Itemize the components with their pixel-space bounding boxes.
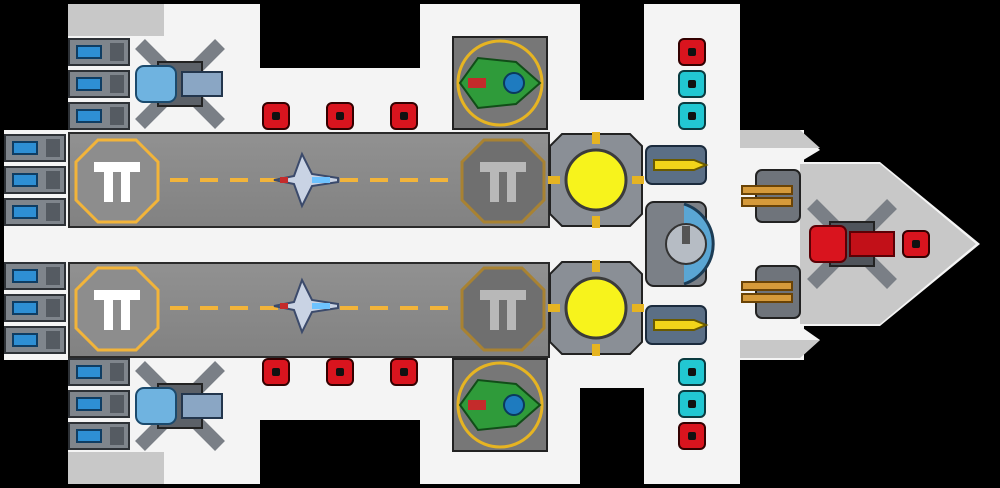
thruster-icon[interactable] — [68, 422, 130, 450]
fighter-icon — [456, 39, 544, 127]
thruster-icon[interactable] — [4, 294, 66, 322]
red-node-icon[interactable] — [678, 38, 706, 66]
thruster-icon[interactable] — [4, 198, 66, 226]
red-node-icon[interactable] — [390, 358, 418, 386]
shield-generator-icon[interactable] — [644, 196, 744, 292]
player-ship-icon[interactable] — [272, 150, 342, 210]
fighter-hangar-top[interactable] — [452, 36, 548, 130]
fighter-hangar-bottom[interactable] — [452, 358, 548, 452]
missile-pod-icon[interactable] — [644, 136, 710, 194]
fighter-icon — [456, 361, 544, 449]
thruster-icon[interactable] — [68, 390, 130, 418]
player-ship-icon[interactable] — [272, 276, 342, 336]
landing-pad-icon[interactable] — [74, 138, 160, 224]
teal-node-icon[interactable] — [678, 70, 706, 98]
thruster-icon[interactable] — [4, 134, 66, 162]
reactor-icon[interactable] — [548, 260, 644, 356]
engine-turret-icon[interactable] — [132, 36, 228, 132]
landing-pad-icon[interactable] — [460, 266, 546, 352]
thruster-icon[interactable] — [68, 358, 130, 386]
main-turret-icon[interactable] — [804, 196, 900, 292]
red-node-icon[interactable] — [390, 102, 418, 130]
hull-bottom-left-plate — [68, 452, 164, 484]
red-node-icon[interactable] — [326, 102, 354, 130]
runway-dashes-bottom — [170, 306, 450, 310]
teal-node-icon[interactable] — [678, 358, 706, 386]
thruster-icon[interactable] — [4, 262, 66, 290]
reactor-icon[interactable] — [548, 132, 644, 228]
red-node-icon[interactable] — [262, 358, 290, 386]
teal-node-icon[interactable] — [678, 102, 706, 130]
red-node-icon[interactable] — [678, 422, 706, 450]
hull-bottom-mid2 — [580, 356, 644, 388]
teal-node-icon[interactable] — [678, 390, 706, 418]
landing-pad-icon[interactable] — [74, 266, 160, 352]
red-node-icon[interactable] — [262, 102, 290, 130]
landing-pad-icon[interactable] — [460, 138, 546, 224]
hull-top-left-plate — [68, 4, 164, 36]
thruster-icon[interactable] — [68, 102, 130, 130]
cannon-icon[interactable] — [740, 262, 806, 322]
runway-dashes-top — [170, 178, 450, 182]
thruster-icon[interactable] — [4, 166, 66, 194]
engine-turret-icon[interactable] — [132, 358, 228, 454]
red-node-icon[interactable] — [902, 230, 930, 258]
thruster-icon[interactable] — [68, 38, 130, 66]
thruster-icon[interactable] — [68, 70, 130, 98]
hull-top-mid2 — [580, 100, 644, 134]
cannon-icon[interactable] — [740, 166, 806, 226]
thruster-icon[interactable] — [4, 326, 66, 354]
missile-pod-icon[interactable] — [644, 296, 710, 354]
red-node-icon[interactable] — [326, 358, 354, 386]
